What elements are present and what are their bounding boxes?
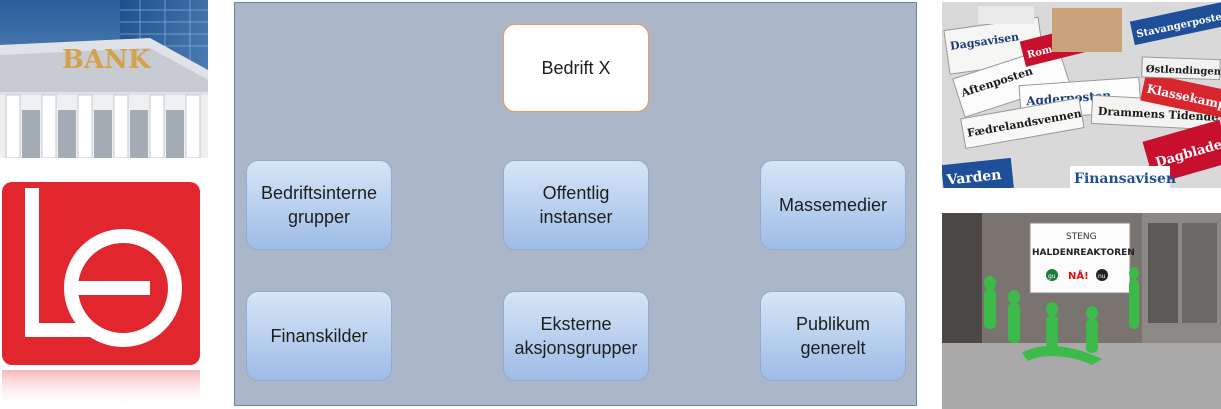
node-massemedier: Massemedier [760, 160, 906, 250]
svg-text:nu: nu [1098, 273, 1106, 280]
svg-text:Finansavisen: Finansavisen [1074, 171, 1176, 187]
svg-text:gu: gu [1048, 273, 1056, 280]
svg-text:NÅ!: NÅ! [1068, 269, 1089, 282]
node-eksterne-aksjonsgrupper: Eksterne aksjonsgrupper [503, 291, 649, 381]
bank-building-image: BANK [0, 0, 208, 158]
lo-logo [2, 182, 200, 409]
svg-text:Varden: Varden [945, 167, 1002, 188]
node-offentlig-instanser: Offentlig instanser [503, 160, 649, 250]
svg-text:Østlendingen: Østlendingen [1146, 64, 1221, 78]
company-node: Bedrift X [503, 24, 649, 112]
svg-text:STENG: STENG [1066, 232, 1097, 242]
svg-text:HALDENREAKTOREN: HALDENREAKTOREN [1032, 248, 1135, 258]
node-publikum-generelt: Publikum generelt [760, 291, 906, 381]
node-bedriftsinterne-grupper: Bedriftsinterne grupper [246, 160, 392, 250]
newspapers-image: Dagsavisen Aftenposten Agderposten Dramm… [942, 2, 1221, 188]
protest-image: STENG HALDENREAKTOREN gu NÅ! nu [942, 213, 1221, 409]
stakeholder-diagram-panel: Bedrift X Bedriftsinterne grupper Offent… [234, 2, 917, 406]
svg-text:BANK: BANK [62, 45, 152, 75]
node-finanskilder: Finanskilder [246, 291, 392, 381]
